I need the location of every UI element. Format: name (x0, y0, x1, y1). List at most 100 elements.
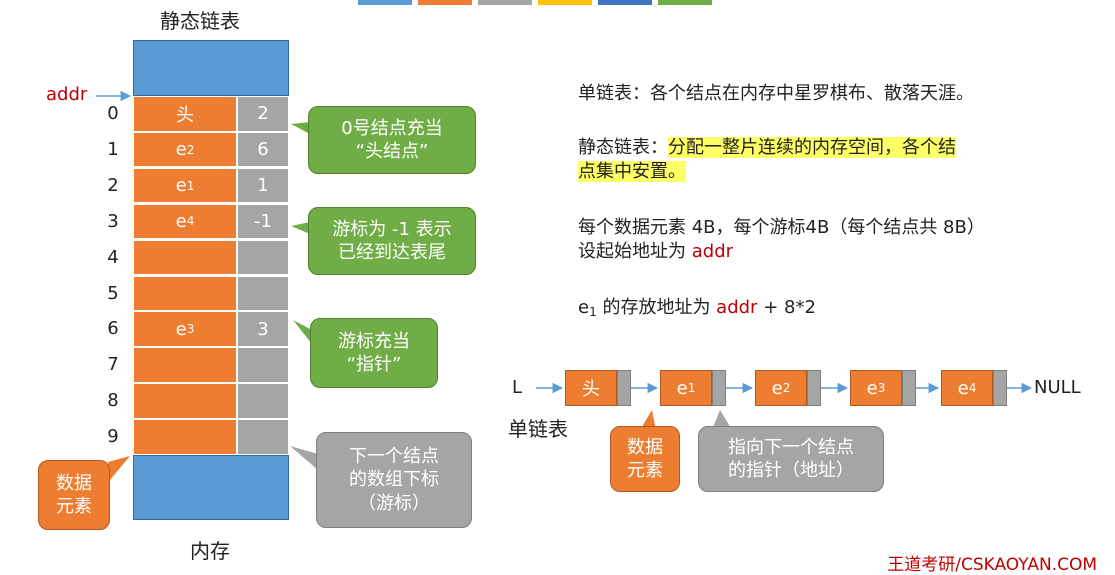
watermark: 王道考研/CSKAOYAN.COM (887, 555, 1097, 575)
callout-head-node: 0号结点充当 “头结点” (308, 106, 476, 174)
memory-row (133, 419, 289, 455)
data-cell-text: e (175, 210, 187, 232)
memory-block-bottom (133, 455, 289, 520)
cursor-cell: 1 (237, 167, 289, 204)
memory-title: 静态链表 (160, 9, 240, 33)
data-cell (133, 383, 237, 419)
data-cell-sub: 4 (186, 214, 195, 229)
ll-node-pointer (712, 370, 726, 406)
e1-suffix: + 8*2 (757, 297, 816, 318)
callout-data-ll-line2: 元素 (627, 460, 663, 481)
callout-next-ptr-line1: 指向下一个结点 (728, 436, 854, 458)
memory-row (133, 347, 289, 383)
next-ptr-tail (712, 410, 732, 430)
cursor-cell (237, 383, 289, 419)
head-callout-tail (291, 122, 310, 134)
callout-head-line2: “头结点” (355, 141, 429, 162)
data-elem-left-tail (108, 456, 130, 480)
callout-data-elem-left: 数据 元素 (38, 460, 110, 530)
ll-node-sub: 3 (877, 381, 886, 395)
ll-node-pointer (993, 370, 1007, 406)
ll-node-sub: 2 (782, 381, 791, 395)
top-strip-gray (478, 0, 532, 5)
ll-node-pointer (902, 370, 916, 406)
start-prefix: 设起始地址为 (578, 241, 692, 263)
cursor-cell: -1 (237, 203, 289, 240)
tail-callout-tail (291, 222, 310, 234)
memory-row (133, 383, 289, 419)
callout-pointer-line1: 游标充当 (338, 330, 410, 352)
callout-next-line1: 下一个结点 (349, 445, 439, 467)
cursor-cell: 6 (237, 131, 289, 168)
row-index: 1 (107, 138, 119, 160)
callout-next-pointer: 指向下一个结点 的指针（地址） (698, 426, 884, 492)
data-cell-sub: 3 (186, 322, 195, 337)
memory-row (133, 275, 289, 311)
ll-node-text: e (866, 377, 878, 399)
cursor-cell (237, 347, 289, 383)
data-elem-ll-tail (640, 410, 656, 430)
callout-head-line1: 0号结点充当 (341, 117, 443, 139)
row-index: 9 (107, 426, 119, 448)
cursor-cell (237, 419, 289, 455)
callout-data-left-line1: 数据 (56, 472, 92, 494)
cursor-cell (237, 239, 289, 276)
callout-next-line2: 的数组下标 (349, 469, 439, 491)
e1-sub: 1 (589, 305, 597, 319)
size-desc: 每个数据元素 4B，每个游标4B（每个结点共 8B） 设起始地址为 addr (578, 216, 985, 265)
ll-null: NULL (1034, 377, 1081, 398)
data-cell (133, 419, 237, 455)
row-index: 8 (107, 390, 119, 412)
data-cell: 头 (133, 96, 237, 132)
ll-node: 头 (565, 370, 631, 406)
top-strip-yellow (538, 0, 592, 5)
ll-node-sub: 1 (687, 381, 696, 395)
static-prefix: 静态链表： (578, 137, 668, 158)
top-strip-darkblue (598, 0, 652, 5)
row-index: 6 (107, 318, 119, 340)
memory-block-top (133, 40, 289, 96)
ll-head-ptr: L (512, 377, 523, 398)
callout-data-ll-line1: 数据 (627, 436, 663, 458)
static-highlight-1: 分配一整片连续的内存空间，各个结 (668, 137, 956, 158)
row-index: 0 (107, 103, 119, 124)
cursor-cell: 2 (237, 96, 289, 132)
data-cell-sub: 2 (186, 142, 195, 157)
data-cell-text: e (175, 318, 187, 340)
memory-label: 内存 (190, 539, 230, 563)
cursor-cell (237, 275, 289, 311)
e1-prefix: e (578, 297, 590, 318)
ll-node-sub: 4 (968, 381, 977, 395)
next-index-callout-tail (290, 446, 318, 470)
static-list-desc: 静态链表：分配一整片连续的内存空间，各个结 点集中安置。 (578, 136, 1058, 185)
data-cell (133, 275, 237, 311)
callout-pointer-line2: “指针” (346, 354, 402, 375)
size-line: 每个数据元素 4B，每个游标4B（每个结点共 8B） (578, 217, 985, 238)
top-strip-orange (418, 0, 472, 5)
callout-data-left-line2: 元素 (56, 496, 92, 517)
ll-label: 单链表 (508, 417, 568, 441)
ll-node-pointer (807, 370, 821, 406)
callout-next-index: 下一个结点 的数组下标 （游标） (316, 432, 472, 528)
data-cell (133, 347, 237, 383)
row-index: 7 (107, 354, 119, 376)
row-index: 3 (107, 210, 119, 232)
data-cell-sub: 1 (186, 178, 195, 193)
ll-node-text: 头 (582, 379, 600, 400)
ll-node-data: 头 (565, 370, 617, 406)
memory-row (133, 239, 289, 276)
pointer-callout-tail (293, 320, 312, 344)
